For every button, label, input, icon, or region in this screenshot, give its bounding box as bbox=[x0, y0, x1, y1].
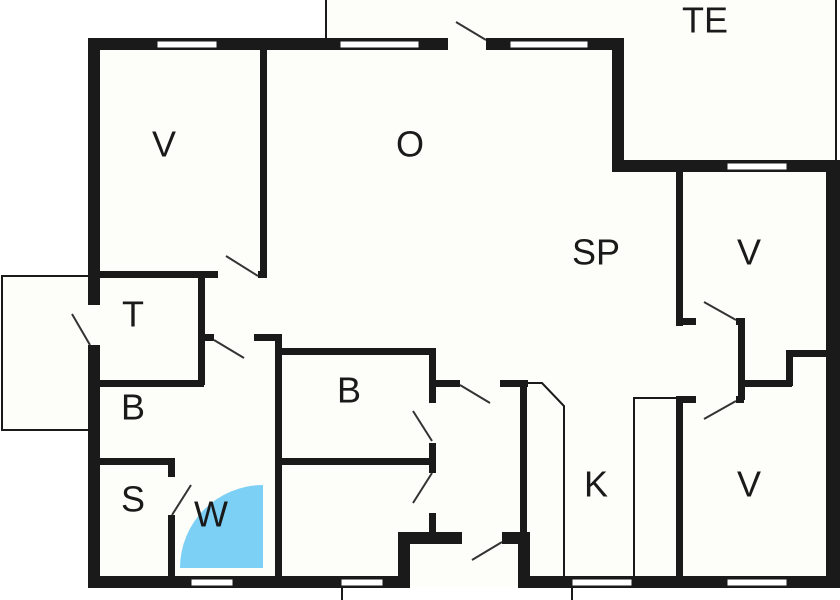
room-label-kitchen: K bbox=[584, 464, 608, 505]
room-label-sauna: S bbox=[121, 479, 145, 520]
kitchen-counter-left bbox=[528, 382, 565, 580]
room-label-shower: W bbox=[194, 494, 228, 535]
entrance-step bbox=[341, 586, 573, 600]
room-label-bedroom-1: V bbox=[152, 124, 176, 165]
room-label-bathroom-1: B bbox=[121, 387, 145, 428]
room-label-bedroom-2: V bbox=[737, 232, 761, 273]
room-label-bathroom-2: B bbox=[337, 370, 361, 411]
room-label-bedroom-3: V bbox=[737, 464, 761, 505]
shower-tray bbox=[180, 485, 263, 568]
entry-porch bbox=[1, 275, 95, 431]
kitchen-counter-right bbox=[633, 397, 678, 580]
room-label-living: O bbox=[396, 124, 424, 165]
room-label-toilet: T bbox=[122, 294, 144, 335]
doors bbox=[71, 21, 737, 561]
room-label-dining: SP bbox=[572, 232, 620, 273]
windows bbox=[156, 40, 788, 587]
room-label-terrace: TE bbox=[682, 0, 728, 41]
